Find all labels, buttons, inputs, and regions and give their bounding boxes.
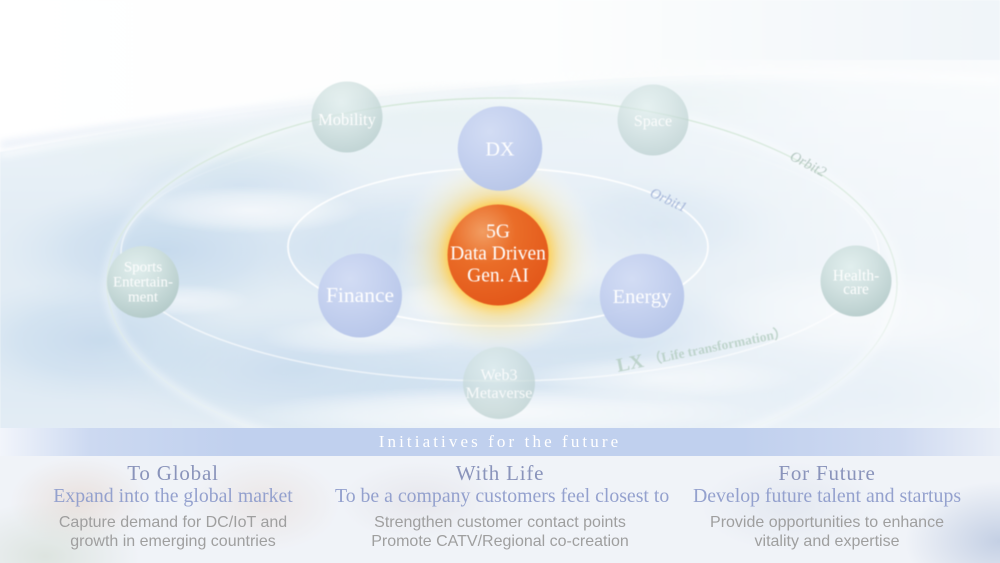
- svg-text:Mobility: Mobility: [318, 110, 377, 129]
- svg-text:Space: Space: [634, 113, 672, 130]
- svg-text:Finance: Finance: [326, 283, 394, 307]
- svg-text:Energy: Energy: [613, 286, 673, 308]
- svg-text:DX: DX: [486, 139, 515, 161]
